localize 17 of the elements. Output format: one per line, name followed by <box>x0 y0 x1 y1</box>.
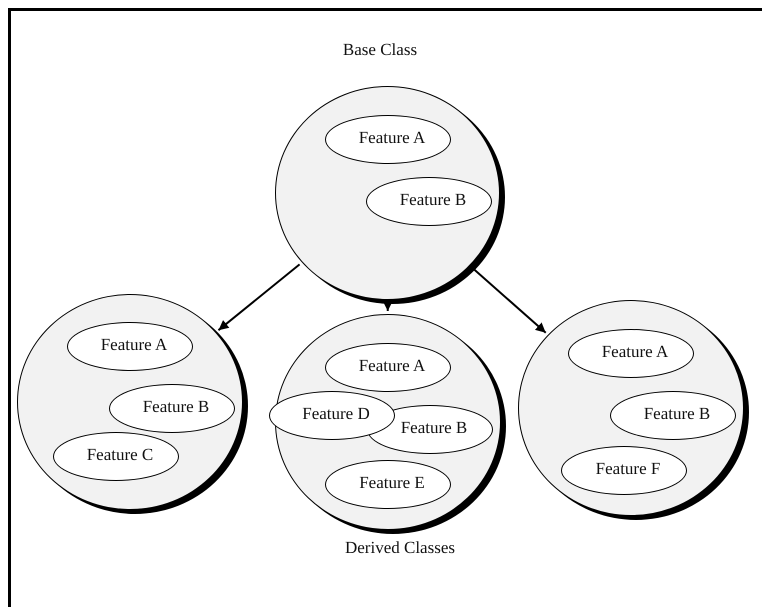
feature-label: Feature B <box>400 418 468 438</box>
feature-label: Feature A <box>358 356 426 376</box>
class-label: Derived Classes <box>344 538 456 558</box>
feature-label: Feature C <box>86 444 154 466</box>
arrow <box>218 264 300 331</box>
feature-label: Feature A <box>358 128 426 148</box>
arrow <box>382 301 393 311</box>
feature-label: Feature B <box>142 396 210 418</box>
feature-label: Feature A <box>100 334 168 356</box>
feature-label: Feature B <box>398 190 466 210</box>
feature-label: Feature F <box>594 458 660 480</box>
class-label: Base Class <box>342 40 418 60</box>
feature-label: Feature E <box>358 472 425 494</box>
feature-label: Feature B <box>642 404 710 424</box>
feature-label: Feature D <box>301 404 370 424</box>
feature-label: Feature A <box>600 342 668 362</box>
arrow <box>472 267 546 334</box>
